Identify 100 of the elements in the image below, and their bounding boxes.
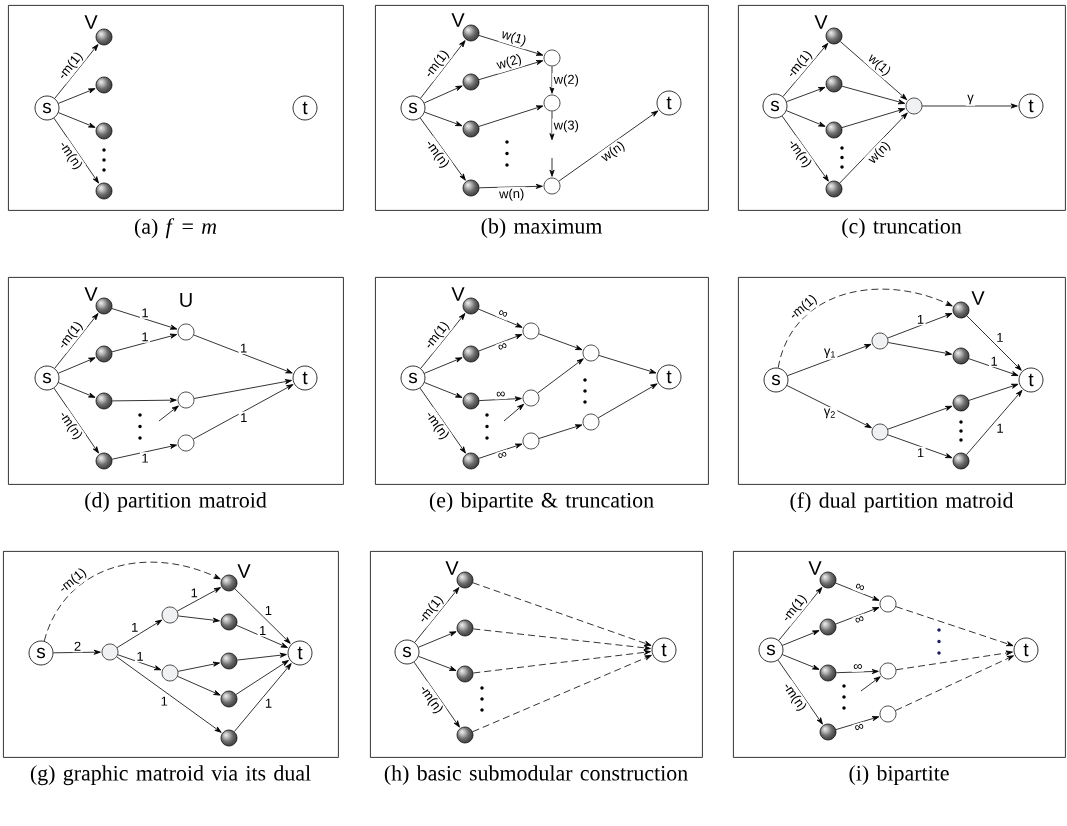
edge-label: ∞ [495, 307, 511, 321]
arrow [835, 582, 880, 601]
vertex-circle [871, 423, 889, 441]
arrow [478, 60, 544, 81]
set-label: V [451, 287, 465, 301]
arrow [424, 357, 463, 374]
arrow [193, 334, 293, 374]
vertex-circle [220, 729, 238, 747]
vertex-circle [905, 97, 923, 115]
vertex-circle [462, 179, 480, 197]
arrow [478, 308, 523, 328]
arrow [111, 333, 178, 353]
arrow [839, 41, 908, 101]
arrow [835, 716, 880, 730]
arrow [233, 663, 292, 732]
vertex-circle [543, 177, 561, 195]
arrow [117, 654, 162, 671]
arrow [549, 110, 555, 141]
arrow [598, 355, 657, 374]
arrow [420, 40, 466, 99]
vertex-circle [582, 344, 600, 362]
vertex-circle [522, 389, 540, 407]
vertex-circle [95, 452, 113, 470]
set-label: V [971, 291, 985, 305]
set-label: U [180, 293, 192, 307]
arrow [424, 382, 463, 398]
vertex-circle [952, 347, 970, 365]
arrow [116, 656, 222, 733]
arrow [537, 358, 584, 394]
edge-label: 1 [139, 452, 151, 465]
panel-label: (c) truncation [842, 218, 962, 239]
edge-label: 1 [159, 695, 170, 708]
edge-label: ∞ [494, 389, 508, 400]
vertex-circle [879, 705, 897, 723]
vertex-circle [582, 413, 600, 431]
edge-label: 1 [238, 411, 249, 424]
vertex-circle [161, 606, 179, 624]
panel-label: (e) bipartite & truncation [429, 492, 654, 513]
vertex-circle [95, 122, 113, 140]
arrow [835, 669, 879, 675]
arrow [58, 357, 96, 374]
edge-label: 1 [139, 306, 151, 319]
vertex-circle [952, 394, 970, 412]
arrow [418, 631, 457, 648]
arrow [835, 607, 880, 625]
arrow [478, 183, 543, 189]
arrow [786, 110, 826, 127]
arrow [192, 384, 294, 440]
vertex-circle [95, 345, 113, 363]
arrow [777, 288, 953, 369]
arrow [419, 387, 466, 454]
vertex-circle [543, 49, 561, 67]
panel-label: (b) maximum [481, 218, 603, 239]
arrow [58, 88, 96, 104]
vertex-circle [456, 665, 474, 683]
arrow [777, 659, 823, 725]
arrow [53, 649, 101, 655]
set-label: V [84, 15, 98, 29]
vertex-circle [522, 322, 540, 340]
edge-label: 1 [994, 422, 1006, 435]
vertex-circle [220, 652, 238, 670]
edge-label: ∞ [852, 721, 867, 734]
vertex-circle [161, 664, 179, 682]
vertex-circle [95, 182, 113, 200]
vertex-circle [462, 120, 480, 138]
arrow [839, 112, 908, 184]
arrow [895, 606, 1014, 647]
arrow [782, 42, 829, 97]
edge-label: 1 [915, 446, 926, 459]
edge-label: w(n) [864, 137, 895, 169]
arrow [503, 403, 525, 422]
arrow [478, 35, 544, 56]
arrow [424, 111, 463, 127]
edge-label: 1 [134, 650, 146, 663]
vertex-circle [819, 664, 837, 682]
arrow [236, 624, 288, 648]
vertex-circle [819, 618, 837, 636]
vertex-circle [825, 180, 843, 198]
set-label: V [451, 13, 465, 27]
vertex-circle [871, 332, 889, 350]
vertex-circle [95, 76, 113, 94]
arrow [177, 661, 220, 672]
arrow [478, 396, 522, 402]
panel-label: (g) graphic matroid via its dual [30, 765, 311, 786]
arrow [413, 661, 460, 728]
vertex-circle [101, 643, 119, 661]
edge-label: 2 [72, 640, 83, 653]
arrow [53, 117, 99, 184]
arrow [786, 385, 872, 429]
arrow [597, 383, 658, 419]
arrow [778, 587, 823, 641]
edge-label: 1 [994, 331, 1005, 344]
arrow [472, 654, 652, 733]
vertex-circle [462, 345, 480, 363]
arrow [787, 343, 872, 377]
edge-label: ∞ [852, 613, 868, 627]
edge-label: ∞ [851, 662, 865, 672]
vertex-circle [95, 392, 113, 410]
arrow [176, 587, 221, 612]
set-label: V [237, 564, 251, 578]
